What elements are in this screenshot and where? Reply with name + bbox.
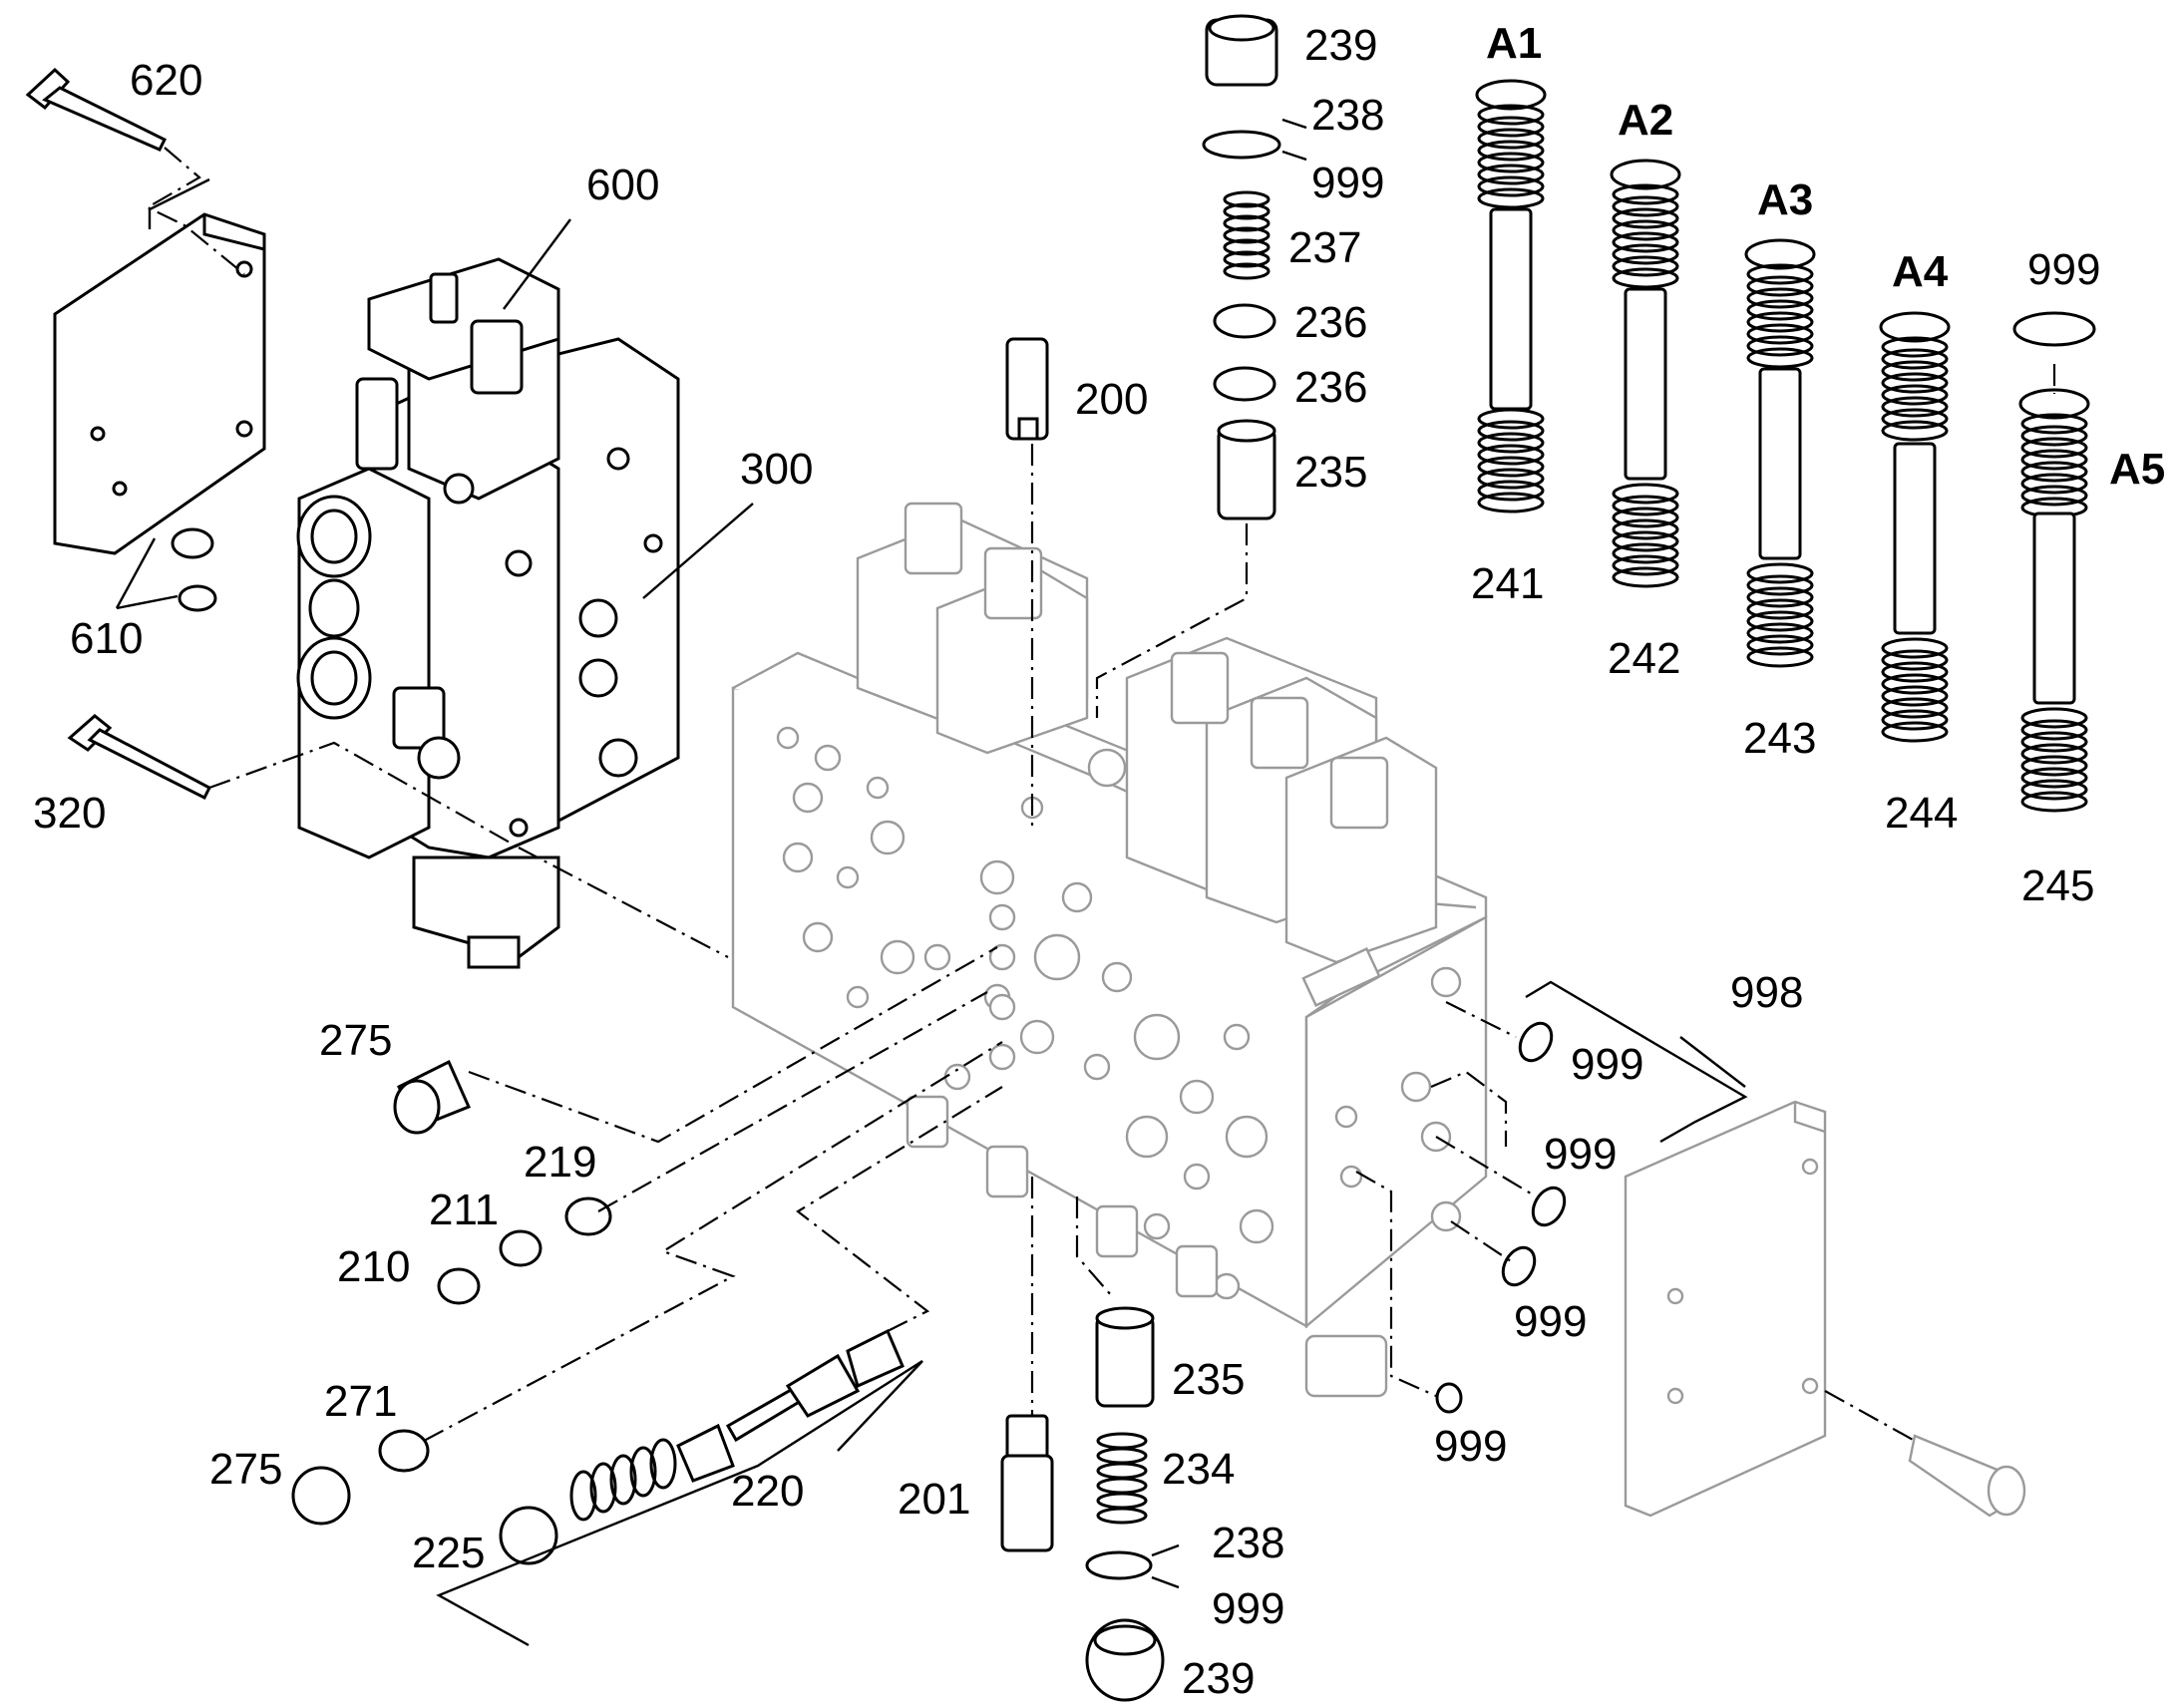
label-235-bottom: 235	[1172, 1355, 1245, 1404]
part-labels: 620 600 300 610 320 200 239 238 999 237 …	[33, 19, 2165, 1703]
oring-999-top	[2012, 311, 2096, 347]
label-239-bottom: 239	[1182, 1654, 1255, 1703]
cover-plate-610	[53, 212, 266, 555]
valve-201	[1000, 1414, 1054, 1552]
oring-238-bottom	[1085, 1550, 1153, 1580]
plug-225	[499, 1506, 558, 1565]
label-600: 600	[586, 161, 659, 209]
label-243: 243	[1743, 714, 1816, 763]
label-999-spool: 999	[2027, 245, 2100, 294]
part-271	[378, 1429, 430, 1473]
spool-244	[1879, 311, 1951, 743]
label-999-e: 999	[1514, 1297, 1587, 1346]
block-port-holes	[776, 726, 1462, 1300]
label-236-a: 236	[1294, 298, 1367, 347]
label-239-top: 239	[1304, 21, 1377, 70]
label-999-f: 999	[1434, 1422, 1507, 1471]
plug-239-top	[1205, 14, 1278, 87]
oring-999-d	[1531, 1186, 1567, 1227]
spring-237	[1223, 190, 1271, 280]
label-238-bottom: 238	[1212, 1519, 1284, 1567]
spool-245	[2018, 388, 2090, 813]
spring-234	[1096, 1432, 1148, 1525]
screw-620	[25, 67, 168, 152]
spool-242	[1610, 159, 1681, 588]
spool-241	[1475, 79, 1547, 513]
label-244: 244	[1885, 789, 1958, 838]
label-238-top: 238	[1311, 91, 1384, 140]
label-219: 219	[524, 1138, 596, 1187]
label-237: 237	[1288, 223, 1361, 272]
label-242: 242	[1608, 634, 1680, 683]
label-241: 241	[1471, 559, 1544, 608]
label-271: 271	[324, 1377, 397, 1426]
label-245: 245	[2021, 861, 2094, 910]
spring-225	[569, 1438, 677, 1522]
label-235-top: 235	[1294, 448, 1367, 497]
label-999-c: 999	[1571, 1040, 1643, 1089]
label-A4: A4	[1892, 247, 1949, 296]
part-211	[499, 1229, 543, 1267]
washer-236-a	[1213, 303, 1276, 339]
oring-999-e	[1501, 1245, 1537, 1287]
oring-238-top	[1202, 130, 1281, 160]
screw-320	[67, 714, 211, 801]
label-A3: A3	[1757, 175, 1813, 224]
label-275-b: 275	[209, 1445, 282, 1494]
plug-275-b	[291, 1466, 351, 1526]
label-999-bottom: 999	[1212, 1584, 1284, 1633]
valve-200	[1005, 337, 1049, 441]
label-236-b: 236	[1294, 363, 1367, 412]
assembly-axes	[145, 147, 2056, 1442]
screw-right	[1908, 1434, 2026, 1518]
label-234: 234	[1162, 1445, 1235, 1494]
spool-243	[1744, 238, 1816, 668]
cover-plate-998	[1624, 1100, 1827, 1518]
part-210	[437, 1267, 481, 1305]
label-999-top: 999	[1311, 159, 1384, 207]
sleeve-235-top	[1217, 419, 1276, 520]
plug-275-a	[393, 1059, 472, 1135]
label-225: 225	[412, 1529, 485, 1577]
label-300: 300	[740, 445, 813, 494]
oring-999-c	[1518, 1021, 1554, 1063]
section-valve-assembly	[296, 257, 680, 969]
main-valve-block	[731, 502, 1488, 1398]
label-A5: A5	[2109, 445, 2165, 494]
label-320: 320	[33, 789, 106, 838]
label-275-a: 275	[319, 1016, 392, 1065]
leader-lines	[115, 118, 1748, 1647]
label-A2: A2	[1618, 96, 1673, 145]
orings-610	[171, 527, 217, 612]
label-201: 201	[898, 1475, 970, 1524]
label-A1: A1	[1486, 19, 1542, 68]
label-998: 998	[1730, 968, 1803, 1017]
washer-236-b	[1213, 366, 1276, 402]
spool-220	[676, 1328, 905, 1483]
label-200: 200	[1075, 375, 1148, 424]
label-210: 210	[337, 1242, 410, 1291]
label-220: 220	[731, 1467, 804, 1516]
label-620: 620	[130, 56, 202, 105]
plug-239-bottom	[1085, 1618, 1165, 1702]
label-999-d: 999	[1544, 1130, 1617, 1179]
part-219	[564, 1196, 612, 1236]
label-211: 211	[429, 1186, 499, 1234]
sleeve-235-bottom	[1095, 1306, 1155, 1408]
label-610: 610	[70, 614, 143, 663]
oring-999-f	[1435, 1382, 1463, 1414]
